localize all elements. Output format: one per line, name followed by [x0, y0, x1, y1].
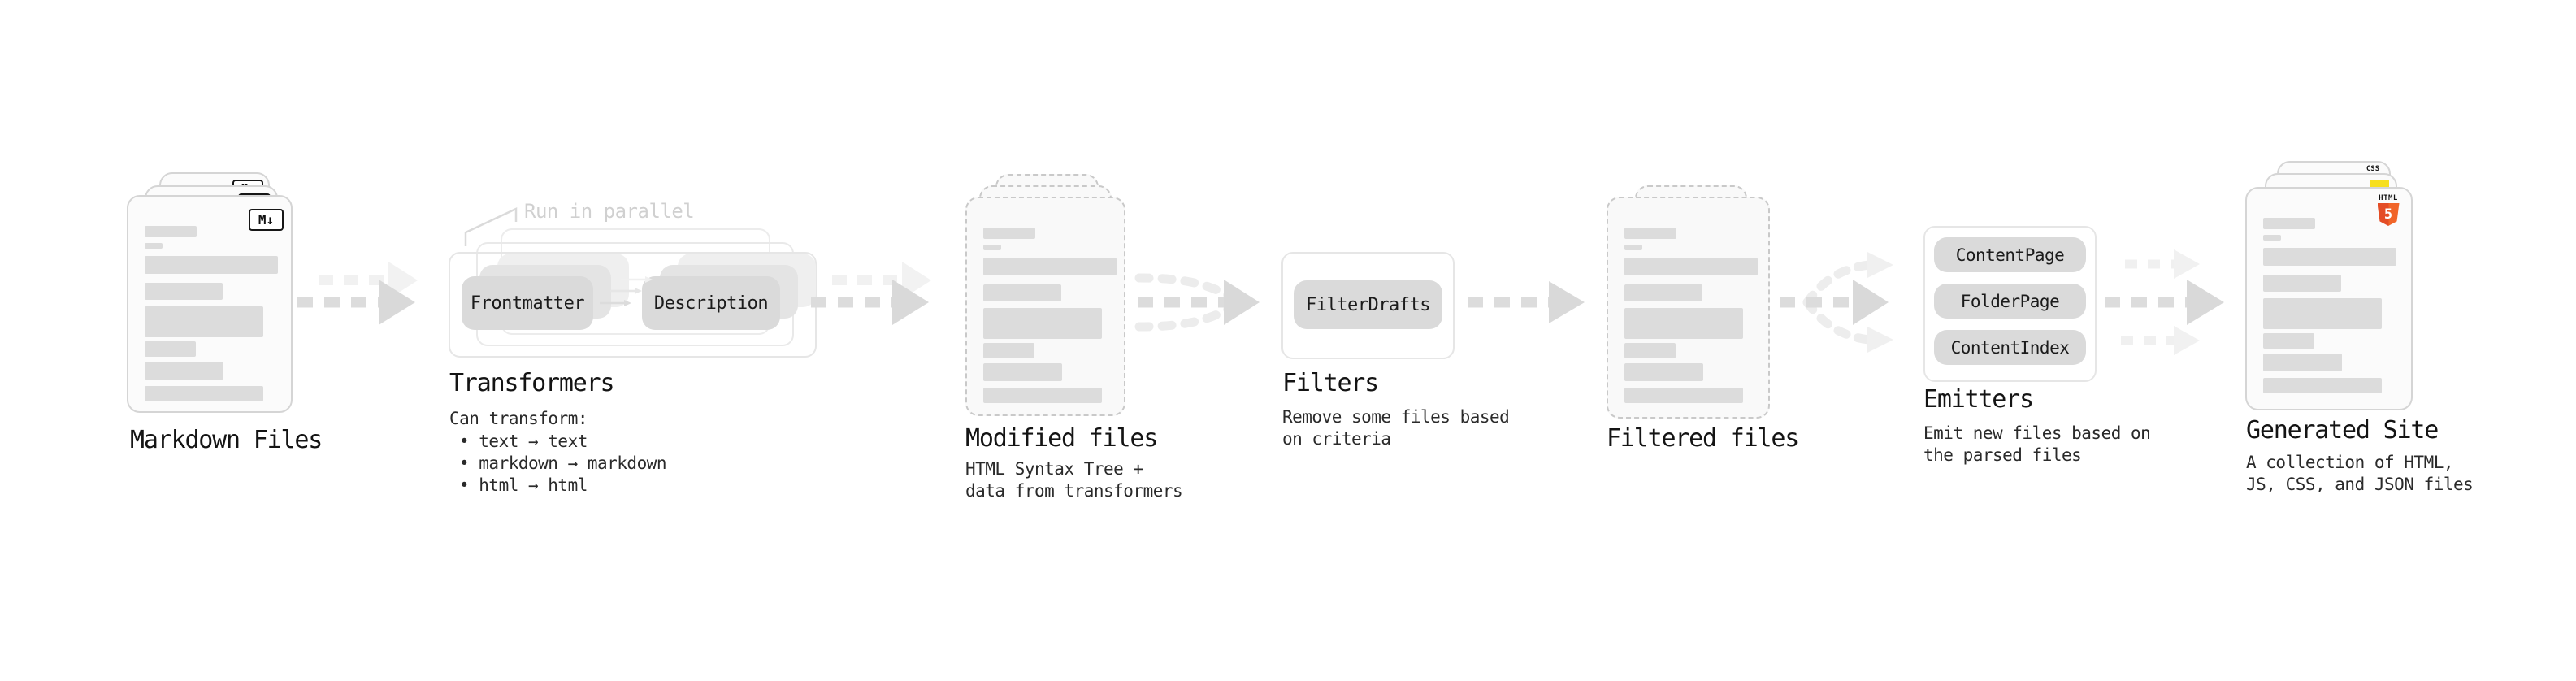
stage-label-transformers: Transformers: [449, 369, 615, 397]
stage-label-filters: Filters: [1282, 369, 1379, 397]
emitters-desc: Emit new files based on the parsed files: [1923, 423, 2151, 465]
css-icon-label: CSS: [2366, 165, 2380, 173]
note-callout-line: [464, 207, 518, 246]
transformers-desc-item: • text → text: [459, 432, 588, 451]
transformer-description-pill: Description: [642, 276, 780, 330]
transformer-frontmatter-pill: Frontmatter: [462, 276, 593, 330]
transformers-desc-item: • html → html: [459, 475, 588, 495]
modified-files-desc: HTML Syntax Tree + data from transformer…: [965, 459, 1183, 501]
filters-desc: Remove some files based on criteria: [1282, 407, 1510, 449]
stage-label-generated-site: Generated Site: [2246, 416, 2439, 445]
site-html-card: HTML 5: [2245, 187, 2413, 410]
run-in-parallel-note: Run in parallel: [524, 200, 695, 223]
arrow-transformers-to-modified: [811, 262, 931, 325]
emitters-box: [1923, 226, 2097, 382]
html5-icon: HTML 5: [2374, 194, 2403, 226]
arrow-filters-to-filtered: [1468, 281, 1585, 323]
arrow-filtered-to-emitters: [1780, 252, 1893, 353]
filtered-file-card: [1607, 197, 1770, 419]
markdown-file-card: M↓: [127, 195, 293, 413]
stage-label-markdown-files: Markdown Files: [130, 426, 323, 454]
doc-content-skeleton: [1608, 198, 1768, 417]
generated-site-desc: A collection of HTML, JS, CSS, and JSON …: [2246, 453, 2474, 494]
modified-file-card: [965, 197, 1125, 416]
arrow-modified-to-filters: [1134, 273, 1260, 332]
transformers-desc-item: • markdown → markdown: [459, 453, 667, 473]
arrow-markdown-to-transformers: [297, 262, 418, 325]
doc-content-skeleton: [2247, 189, 2411, 409]
doc-content-skeleton: [967, 198, 1124, 414]
filter-drafts-pill: FilterDrafts: [1294, 280, 1442, 329]
transformer-flow-arrows: [600, 276, 653, 306]
arrow-emitters-to-site: [2105, 249, 2224, 355]
filters-box: [1281, 252, 1455, 359]
transformers-desc-title: Can transform:: [449, 409, 588, 428]
stage-label-emitters: Emitters: [1923, 385, 2034, 414]
html5-number: 5: [2383, 206, 2393, 223]
emitter-folder-page-pill: FolderPage: [1934, 284, 2086, 319]
stage-label-filtered-files: Filtered files: [1607, 424, 1799, 453]
stage-label-modified-files: Modified files: [965, 424, 1158, 453]
html5-icon-label: HTML: [2379, 194, 2398, 202]
emitter-content-index-pill: ContentIndex: [1934, 330, 2086, 365]
markdown-icon: M↓: [249, 209, 284, 231]
doc-content-skeleton: [128, 197, 291, 411]
emitter-content-page-pill: ContentPage: [1934, 237, 2086, 272]
